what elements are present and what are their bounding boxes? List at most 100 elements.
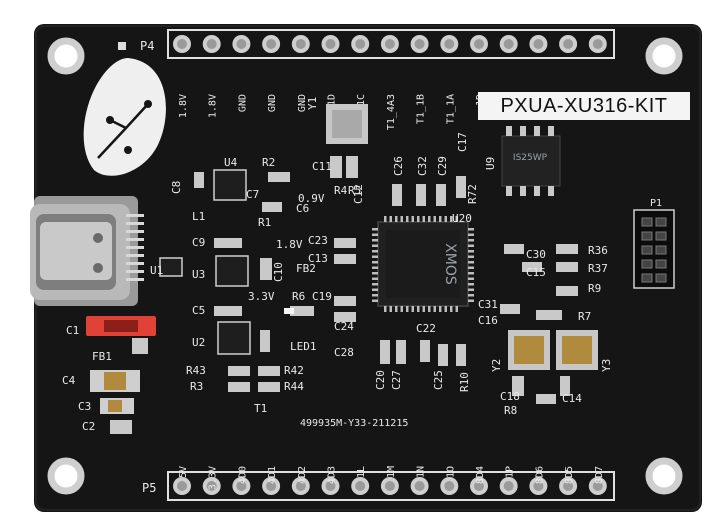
label-c13: C13	[308, 252, 328, 265]
label-u9: U9	[484, 157, 497, 170]
label-c24: C24	[334, 320, 354, 333]
chip-pin	[468, 272, 474, 275]
label-c28: C28	[334, 346, 354, 359]
chip-pin	[372, 250, 378, 253]
header-pin-post	[355, 39, 366, 49]
chip-pin	[400, 306, 403, 312]
label-r44: R44	[284, 380, 304, 393]
header-top-name: P4	[140, 39, 154, 53]
small-ics	[159, 169, 251, 355]
header-pin-label: T1_4A3	[386, 94, 397, 130]
mounting-holes	[47, 37, 683, 495]
label-c32: C32	[416, 156, 429, 176]
label-c1: C1	[66, 324, 79, 337]
chip-pin	[384, 216, 387, 222]
chip-pin	[468, 266, 474, 269]
label-u4: U4	[224, 156, 238, 169]
header-pin-post	[533, 39, 544, 49]
label-c31: C31	[478, 298, 498, 311]
chip-pin	[406, 306, 409, 312]
header-pin-label: 1.8V	[178, 94, 189, 118]
label-y2: Y2	[490, 359, 503, 372]
side-header: P1	[633, 198, 675, 289]
chip-pin	[417, 306, 420, 312]
label-r43: R43	[186, 364, 206, 377]
header-pin-label: T1_1A	[445, 94, 456, 124]
header-pin-post	[474, 39, 484, 49]
chip-pin	[428, 216, 431, 222]
label-u20: U20	[452, 212, 472, 225]
header-pin-post	[503, 481, 514, 491]
chip-pin	[468, 228, 474, 231]
chip-pin	[468, 294, 474, 297]
chip-pin	[444, 306, 447, 312]
chip-pin	[372, 266, 378, 269]
chip-pin	[372, 228, 378, 231]
chip-pin	[439, 306, 442, 312]
header-pin-label: 4D3	[327, 466, 338, 484]
label-u1: U1	[150, 264, 163, 277]
header-pin-post	[206, 39, 217, 49]
label-r6: R6	[292, 290, 305, 303]
chip-pin	[395, 216, 398, 222]
label-c23: C23	[308, 234, 328, 247]
header-pin-label: GND	[237, 94, 248, 112]
label-fb1: FB1	[92, 350, 112, 363]
label-c5: C5	[192, 304, 205, 317]
chip-pin	[468, 233, 474, 236]
header-pin-post	[503, 39, 514, 49]
chip-pin	[439, 216, 442, 222]
header-pin-post	[295, 39, 306, 49]
chip-pin	[400, 216, 403, 222]
label-voltage-1v8: 1.8V	[276, 238, 303, 251]
header-pin-post	[444, 39, 455, 49]
chip-pin	[468, 244, 474, 247]
header-pin-post	[444, 481, 455, 491]
chip-pin	[444, 216, 447, 222]
label-c30: C30	[526, 248, 546, 261]
header-pin-post	[563, 39, 574, 49]
usb-c-connector	[30, 196, 144, 306]
chip-pin	[468, 239, 474, 242]
label-c16: C16	[478, 314, 498, 327]
label-y1: Y1	[306, 97, 319, 110]
label-c8: C8	[170, 181, 183, 194]
chip-pin	[468, 261, 474, 264]
chip-pin	[389, 306, 392, 312]
label-c25: C25	[432, 370, 445, 390]
kit-label: PXUA-XU316-KIT	[478, 92, 690, 120]
chip-pin	[372, 288, 378, 291]
chip-pin	[450, 306, 453, 312]
label-y3: Y3	[600, 359, 613, 372]
chip-pin	[372, 272, 378, 275]
header-pin-post	[592, 481, 603, 491]
label-t1: T1	[254, 402, 267, 415]
header-pin-post	[206, 481, 217, 491]
header-pin-post	[325, 481, 336, 491]
crystals	[326, 104, 598, 370]
chip-pin	[372, 261, 378, 264]
header-pin-post	[355, 481, 366, 491]
label-r5: R5	[348, 184, 361, 197]
header-pin-label: 4D1	[267, 466, 278, 484]
label-c4: C4	[62, 374, 76, 387]
header-pin-label: 8D6	[534, 466, 545, 484]
header-pin-label: 8D5	[564, 466, 575, 484]
label-c19: C19	[312, 290, 332, 303]
header-pin-post	[414, 481, 425, 491]
chip-pin	[372, 294, 378, 297]
chip-pin	[455, 216, 458, 222]
label-r4: R4	[334, 184, 348, 197]
label-c18: C18	[500, 390, 520, 403]
chip-pin	[468, 283, 474, 286]
chip-pin	[411, 216, 414, 222]
header-pin-post	[295, 481, 306, 491]
chip-pin	[468, 277, 474, 280]
label-c11: C11	[312, 160, 332, 173]
label-voltage-3v3: 3.3V	[248, 290, 275, 303]
header-pin-post	[325, 39, 336, 49]
header-pin-label: 1N	[416, 466, 427, 478]
flash-chip: IS25WP	[501, 126, 561, 196]
